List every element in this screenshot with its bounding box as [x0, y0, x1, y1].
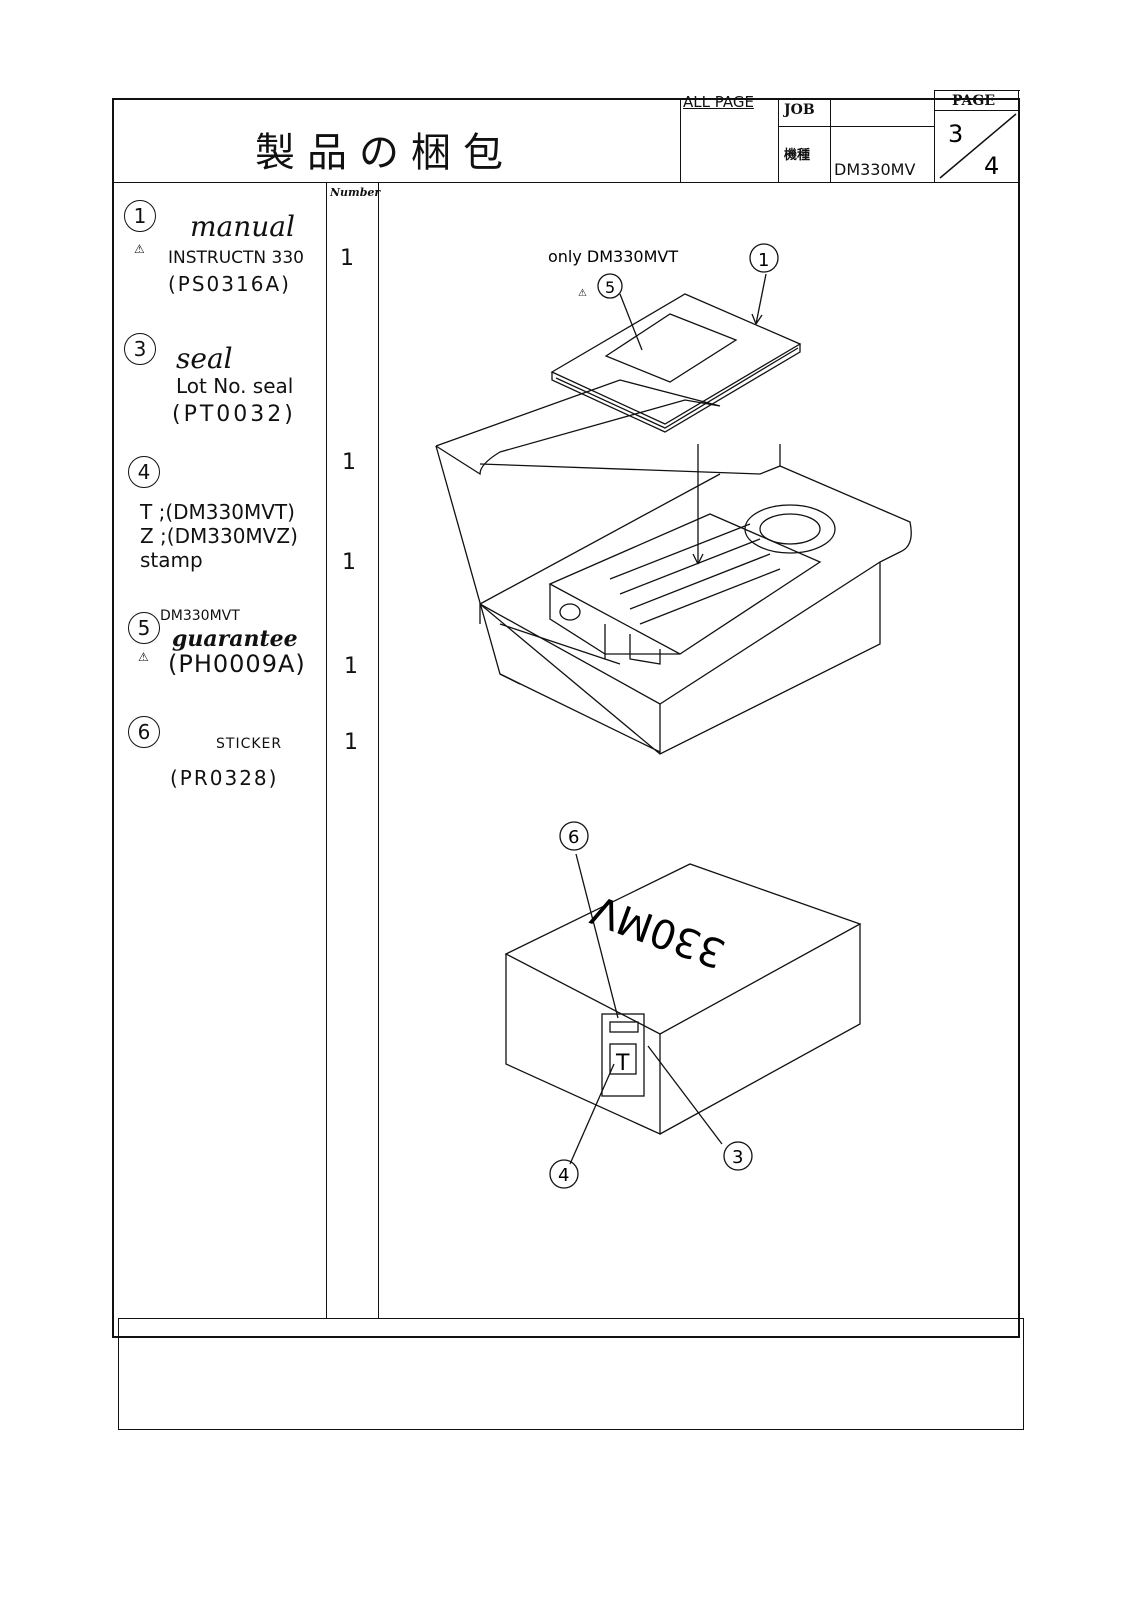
header-sep-2	[778, 98, 779, 182]
callout-3: 3	[732, 1147, 743, 1168]
packing-drawing: 1 5 ⚠ only DM330MVT 6 3 4 330MV T	[435, 243, 912, 1189]
part-4-line1: T ;(DM330MVT)	[140, 500, 295, 524]
part-1-code: (PS0316A)	[168, 272, 291, 296]
part-5-code: (PH0009A)	[168, 650, 306, 678]
number-column-sep	[378, 182, 379, 1318]
footer-top-line	[118, 1318, 1024, 1319]
leader-3	[647, 1045, 723, 1145]
page-box-top	[934, 90, 1020, 91]
parts-column-sep	[326, 182, 327, 1318]
part-3-number: 3	[124, 333, 156, 365]
part-3-desc: Lot No. seal	[176, 374, 294, 398]
box-stamp: T	[615, 1051, 630, 1076]
page-box-right	[1018, 90, 1019, 100]
job-label: JOB	[784, 102, 815, 118]
header-sep-1	[680, 98, 681, 182]
part-6-name: STICKER	[216, 736, 283, 752]
part-6-qty: 1	[344, 730, 358, 755]
arrow-1	[755, 273, 767, 325]
page-current: 3	[948, 120, 963, 148]
part-4-line3: stamp	[140, 548, 203, 572]
all-page-label: ALL PAGE	[683, 93, 754, 111]
arrow-5	[619, 293, 643, 351]
page-box-line	[934, 110, 1020, 111]
warning-triangle-icon: ⚠	[578, 288, 587, 299]
part-1-qty: 1	[340, 246, 354, 271]
part-6-number: 6	[128, 716, 160, 748]
model-label: 機種	[784, 148, 811, 163]
page-total: 4	[984, 152, 999, 180]
warning-triangle-icon: ⚠	[134, 242, 145, 256]
part-1-desc: INSTRUCTN 330	[168, 248, 304, 268]
header-mid-line	[778, 126, 934, 127]
page-label: PAGE	[952, 93, 995, 109]
leader-4	[569, 1063, 615, 1165]
header-sep-3	[830, 98, 831, 182]
part-5-qty: 1	[344, 654, 358, 679]
part-4-number: 4	[128, 456, 160, 488]
open-box-illustration	[435, 379, 912, 755]
part-4-line2: Z ;(DM330MVZ)	[140, 524, 298, 548]
part-5-name: guarantee	[172, 626, 298, 652]
part-1-number: 1	[124, 200, 156, 232]
box-label: 330MV	[585, 886, 731, 977]
part-4-qty: 1	[342, 550, 356, 575]
callout-4: 4	[558, 1165, 569, 1186]
part-5-number: 5	[128, 612, 160, 644]
callout-6: 6	[568, 827, 579, 848]
document-frame	[112, 98, 1020, 1338]
note-only-dm330mvt: only DM330MVT	[548, 247, 678, 266]
part-3-qty: 1	[342, 450, 356, 475]
part-3-name: seal	[176, 342, 233, 375]
footer-box	[118, 1318, 1024, 1430]
closed-box-illustration	[504, 863, 862, 1136]
part-3-code: (PT0032)	[172, 402, 296, 427]
header-sep-4	[934, 90, 935, 182]
part-6-code: (PR0328)	[170, 766, 279, 790]
header-divider	[112, 182, 1020, 183]
part-1-name: manual	[190, 210, 295, 243]
leader-6	[575, 853, 619, 1019]
page-fraction: 3 4	[939, 113, 1017, 180]
callout-1: 1	[758, 250, 769, 271]
manual-illustration	[550, 293, 802, 433]
page-title: 製品の梱包	[255, 130, 515, 176]
part-5-desc: DM330MVT	[160, 608, 240, 624]
warning-triangle-icon: ⚠	[138, 650, 149, 664]
number-column-header: Number	[330, 186, 381, 199]
model-value: DM330MV	[834, 160, 916, 179]
callout-5: 5	[605, 278, 615, 297]
